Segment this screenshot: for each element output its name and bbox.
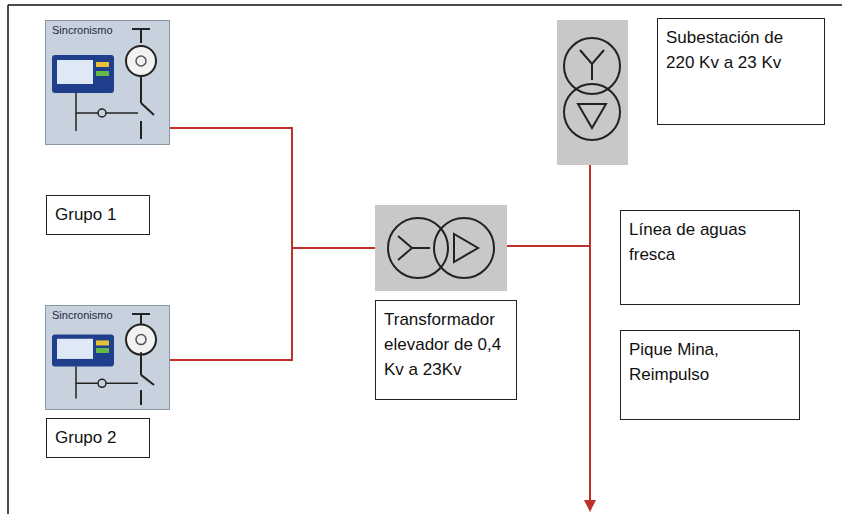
substation-transformer-symbol [557,20,628,165]
step-up-transformer-symbol [375,205,507,291]
power-wire [170,128,590,500]
label-box: Grupo 2 [46,418,150,458]
frame-line [7,5,9,514]
sync-panel: Sincronismo [45,305,170,410]
box-text: Grupo 2 [55,425,141,450]
box-text: Grupo 1 [55,202,141,227]
sync-panel-illustration [46,21,171,146]
sync-panel-illustration [46,306,171,411]
label-box: Línea de aguas fresca [620,210,800,305]
sync-panel: Sincronismo [45,20,170,145]
frame-line [8,4,842,6]
box-text: Línea de aguas fresca [629,217,791,267]
box-text: Transformador elevador de 0,4 Kv a 23Kv [384,307,508,382]
label-box: Transformador elevador de 0,4 Kv a 23Kv [375,300,517,400]
box-text: Subestación de 220 Kv a 23 Kv [666,25,816,75]
panel-caption: Sincronismo [52,309,113,322]
box-text: Pique Mina, Reimpulso [629,337,791,387]
label-box: Grupo 1 [46,195,150,235]
arrow-head [584,500,596,512]
label-box: Subestación de 220 Kv a 23 Kv [657,18,825,125]
panel-caption: Sincronismo [52,24,113,37]
label-box: Pique Mina, Reimpulso [620,330,800,420]
